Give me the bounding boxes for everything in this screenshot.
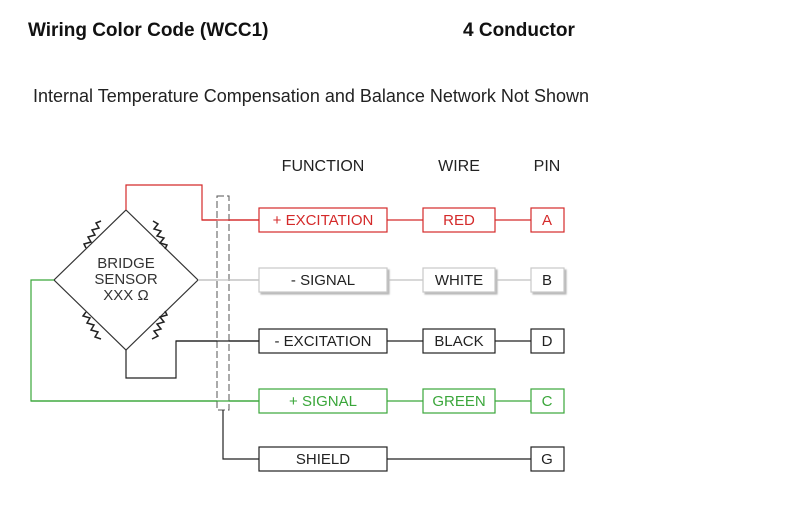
function-label: SHIELD — [296, 451, 350, 468]
wire-color-label: BLACK — [434, 333, 483, 350]
pin-column-header: PIN — [534, 158, 561, 175]
connection-row: - SIGNAL WHITE B — [258, 267, 565, 293]
function-label: + SIGNAL — [289, 393, 357, 410]
pin-label: D — [542, 333, 553, 350]
wire-shield-drain — [222, 410, 259, 460]
sensor-label-line3: XXX Ω — [103, 287, 148, 304]
wire-color-box — [422, 328, 496, 354]
connection-row: + SIGNAL GREEN C — [258, 388, 565, 414]
function-label: - SIGNAL — [291, 272, 355, 289]
resistor-zigzag-bottom-right — [151, 310, 169, 340]
wire-color-box — [422, 267, 496, 293]
resistor-zigzag-top-left — [82, 220, 102, 249]
wire-color-box — [422, 207, 496, 233]
pin-box — [530, 328, 565, 354]
wire-black-excitation-minus — [125, 340, 259, 379]
resistor-zigzag-bottom-left — [81, 311, 102, 340]
pin-label: C — [542, 393, 553, 410]
connection-row: + EXCITATION RED A — [258, 207, 565, 233]
pin-box — [530, 446, 565, 472]
page-title: Wiring Color Code (WCC1) — [28, 20, 269, 41]
conductor-count: 4 Conductor — [463, 20, 575, 41]
connection-table: + EXCITATION RED A - SIGNAL WHITE B - EXCITATI… — [258, 207, 565, 472]
function-label: + EXCITATION — [273, 212, 374, 229]
function-label: - EXCITATION — [275, 333, 372, 350]
wire-color-label: WHITE — [435, 272, 483, 289]
pin-box — [530, 267, 565, 293]
function-box — [258, 328, 388, 354]
pin-box — [530, 207, 565, 233]
wire-color-label: RED — [443, 212, 475, 229]
wire-color-box — [422, 388, 496, 414]
bridge-sensor: BRIDGE SENSOR XXX Ω — [53, 209, 199, 351]
function-column-header: FUNCTION — [282, 158, 365, 175]
pin-label: B — [542, 272, 552, 289]
wire-red-excitation-plus — [125, 184, 259, 221]
connection-row: SHIELD G — [258, 446, 565, 472]
function-box — [258, 207, 388, 233]
cable-shield — [31, 195, 259, 460]
sensor-label-line1: BRIDGE — [97, 255, 155, 272]
function-box — [258, 446, 388, 472]
connection-row: - EXCITATION BLACK D — [258, 328, 565, 354]
sensor-label-line2: SENSOR — [94, 271, 158, 288]
wire-column-header: WIRE — [438, 158, 480, 175]
function-box — [258, 388, 388, 414]
pin-box — [530, 388, 565, 414]
diagram-note: Internal Temperature Compensation and Ba… — [33, 86, 589, 106]
resistor-zigzag-top-right — [152, 220, 169, 250]
pin-label: A — [542, 212, 552, 229]
pin-label: G — [541, 451, 553, 468]
wire-color-label: GREEN — [432, 393, 485, 410]
